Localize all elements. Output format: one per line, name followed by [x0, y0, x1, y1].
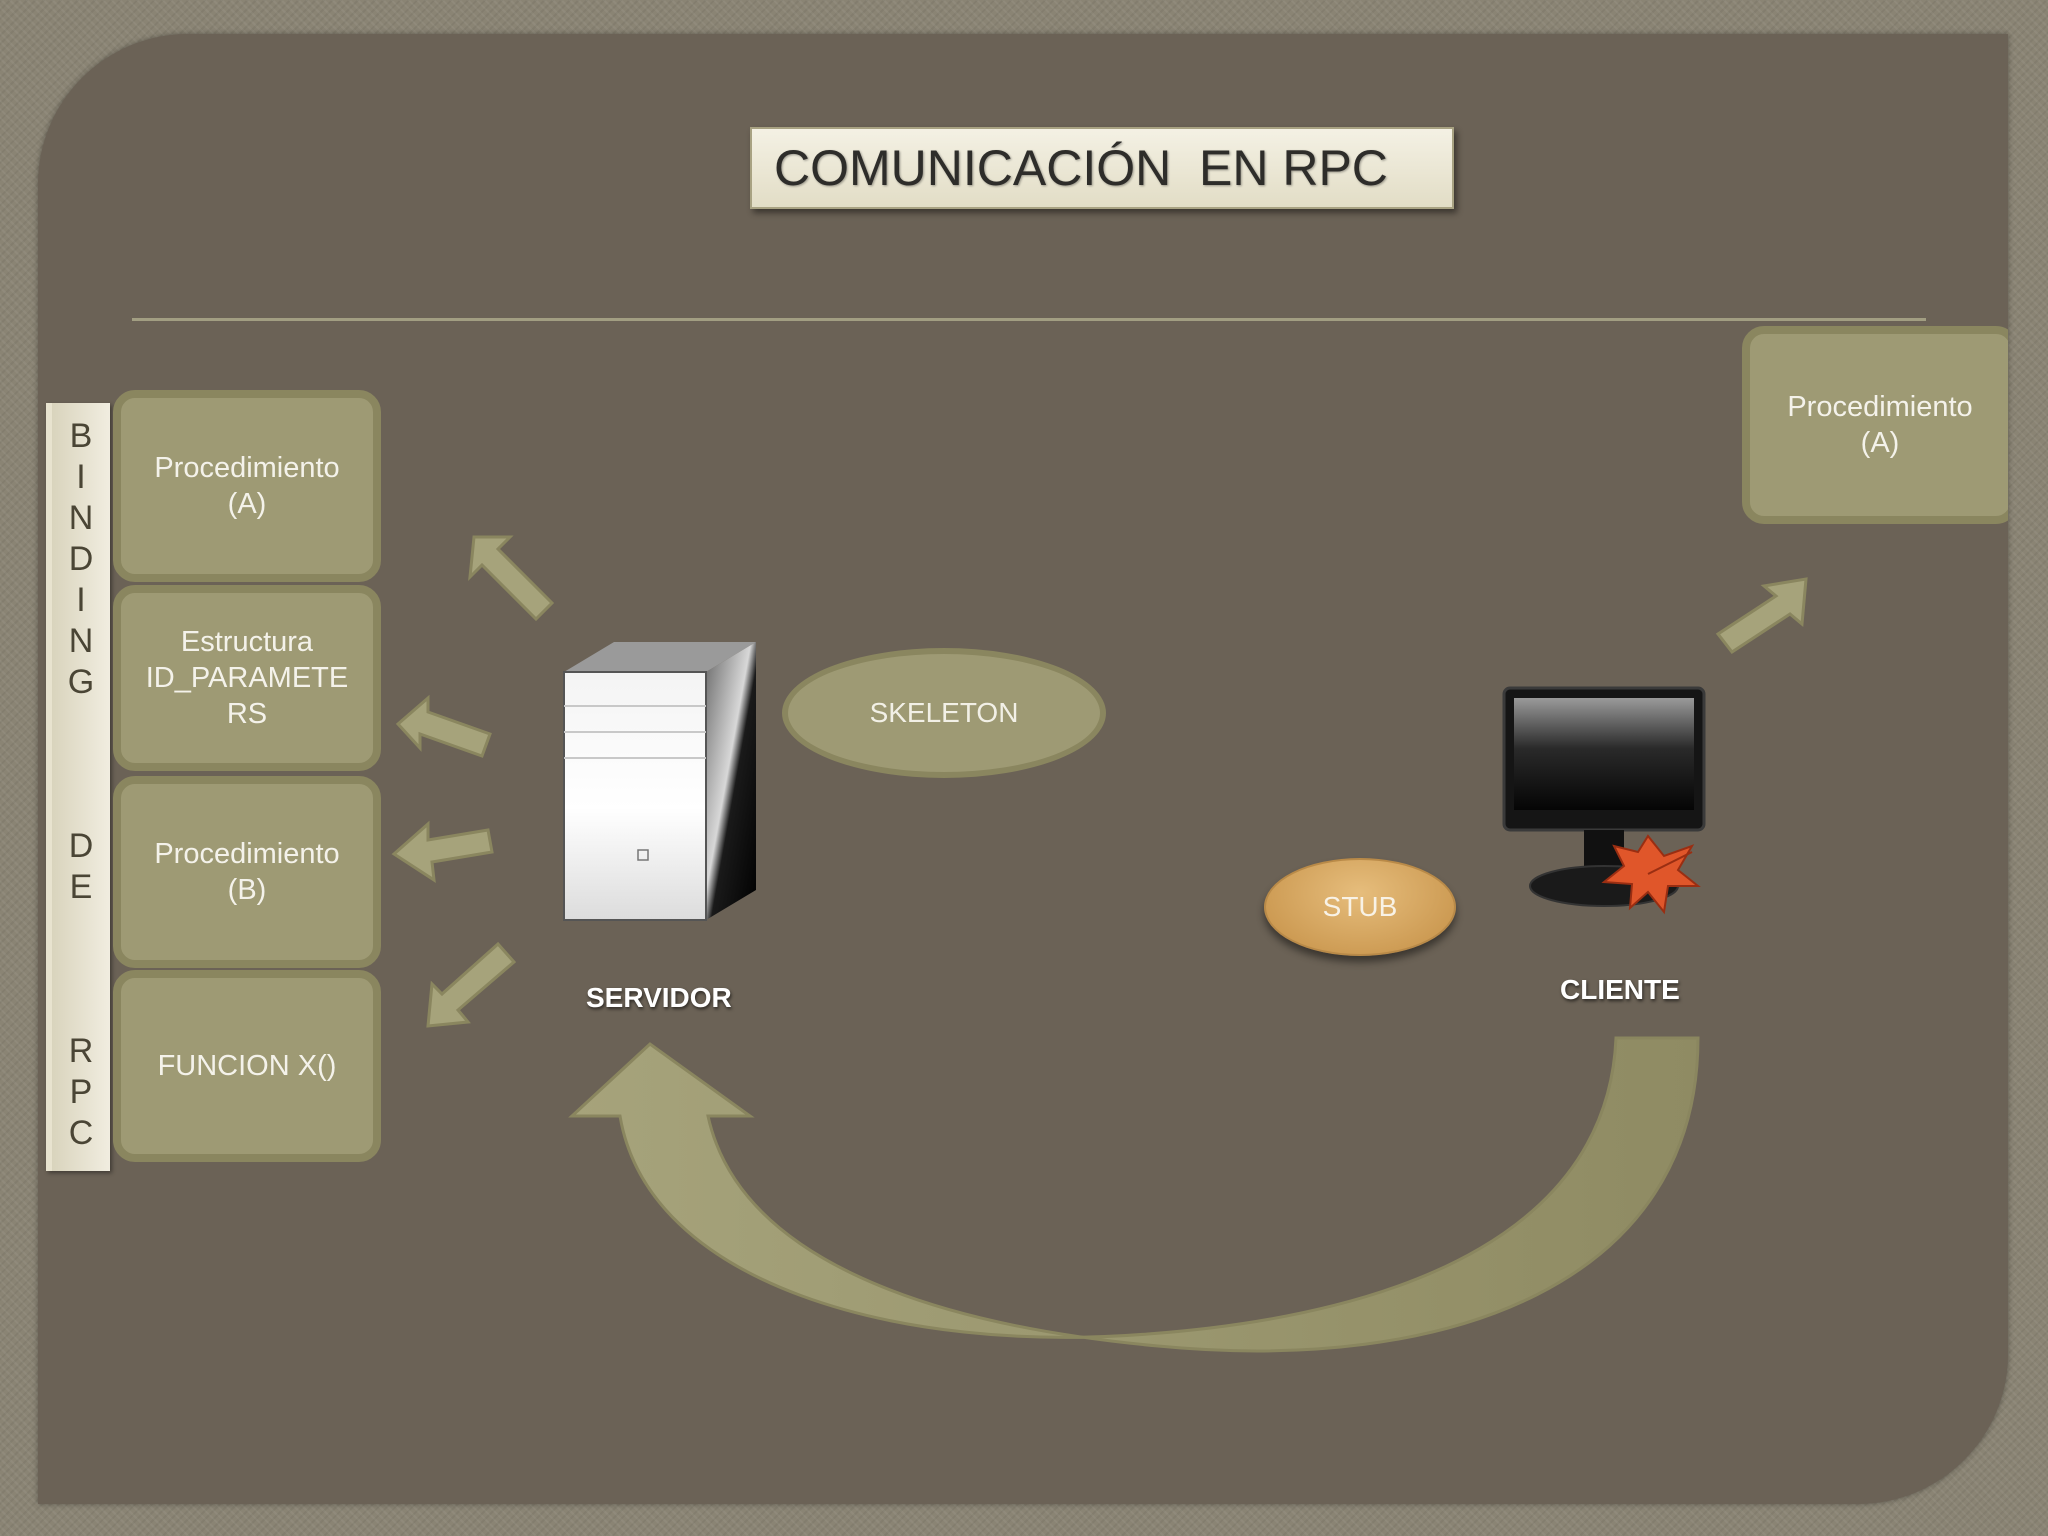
title-box: COMUNICACIÓN EN RPC [750, 127, 1454, 209]
stub-ellipse: STUB [1264, 858, 1456, 956]
binding-letter: I [76, 458, 86, 496]
arrow-to-estructura [395, 694, 492, 758]
arrow-to-procedure-b [391, 820, 494, 883]
binding-letter: N [68, 499, 94, 537]
binding-letter: C [68, 1114, 94, 1152]
arrow-to-client-procedure [1715, 577, 1808, 655]
slide-title: COMUNICACIÓN EN RPC [774, 140, 1388, 196]
arrow-to-procedure-a [468, 535, 555, 622]
client-procedure-a-box: Procedimiento (A) [1742, 326, 2008, 524]
binding-letter: N [68, 622, 94, 660]
binding-letter: I [76, 581, 86, 619]
binding-letter: G [67, 663, 95, 701]
diagram-graphics [391, 535, 1808, 1353]
client-label: CLIENTE [1560, 974, 1680, 1005]
skeleton-label: SKELETON [869, 697, 1019, 728]
binding-letter: E [69, 868, 93, 906]
arrow-to-funcion-x [426, 941, 517, 1028]
skeleton-ellipse: SKELETON [782, 648, 1106, 778]
estructura-id-parameters-box: Estructura ID_PARAMETE RS [113, 585, 381, 771]
stub-label: STUB [1322, 891, 1398, 922]
server-label: SERVIDOR [586, 982, 732, 1013]
maple-leaf-icon [1601, 834, 1701, 915]
server-procedure-a-box: Procedimiento (A) [113, 390, 381, 582]
server-procedure-b-box: Procedimiento (B) [113, 776, 381, 968]
server-tower-icon [563, 642, 756, 921]
binding-letter: D [68, 827, 94, 865]
binding-letter: P [69, 1073, 93, 1111]
title-divider [132, 318, 1926, 321]
binding-letter: B [69, 417, 93, 455]
binding-letter: R [68, 1032, 94, 1070]
client-to-server-curved-arrow [568, 1036, 1700, 1353]
binding-letter: D [68, 540, 94, 578]
funcion-x-box: FUNCION X() [113, 970, 381, 1162]
